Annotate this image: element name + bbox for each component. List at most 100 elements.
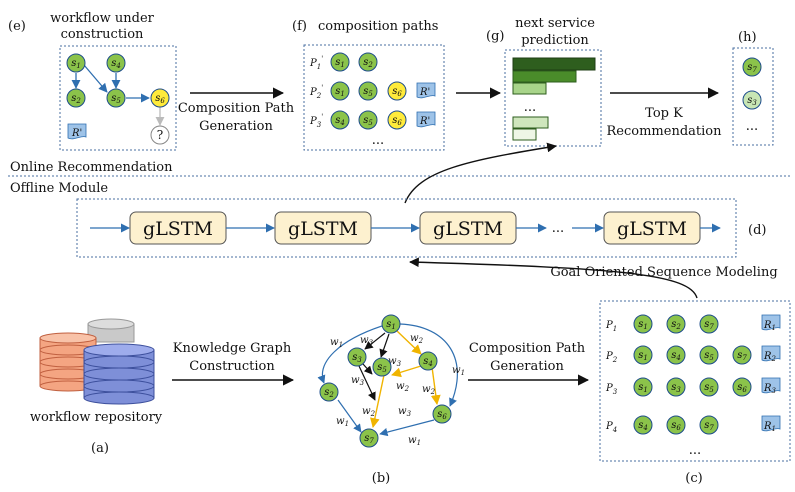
path-row-p2: P2 s1 s4 s5 s7 R2	[605, 345, 781, 365]
svg-text:s7: s7	[737, 350, 747, 362]
glstm-cell-3: gLSTM	[419, 211, 517, 245]
panel-f: (f) composition paths P1' s1 s2 P2' s1 s…	[292, 19, 445, 151]
rec-s7: s7	[742, 57, 762, 77]
svg-text:w2: w2	[362, 406, 376, 418]
svg-text:R': R'	[419, 116, 430, 127]
panel-f-title: composition paths	[318, 19, 438, 34]
node-s6: s6	[150, 88, 170, 108]
node-unknown: ?	[150, 125, 170, 145]
kg-node-s1: s1	[381, 314, 401, 334]
svg-text:w1: w1	[336, 416, 349, 428]
svg-text:s3: s3	[352, 352, 362, 364]
svg-text:P1: P1	[605, 320, 617, 333]
svg-text:gLSTM: gLSTM	[288, 218, 358, 240]
svg-text:s3: s3	[747, 95, 757, 107]
svg-text:s2: s2	[363, 57, 373, 69]
panel-e-title-line1: workflow under	[50, 11, 155, 26]
svg-text:s4: s4	[111, 58, 121, 70]
node-s5: s5	[106, 88, 126, 108]
knowledge-graph: w1 w3 w2 w3 w1 w3 w2 w2 w2 w3 w1 w1 s1 s…	[317, 314, 465, 448]
svg-text:P1': P1'	[309, 55, 323, 71]
svg-text:gLSTM: gLSTM	[617, 218, 687, 240]
svg-text:Generation: Generation	[199, 119, 273, 134]
svg-text:s5: s5	[363, 115, 373, 127]
panel-f-tag: (f)	[292, 19, 307, 34]
svg-text:s5: s5	[377, 362, 387, 374]
panel-c-frame	[599, 300, 791, 462]
svg-text:w1: w1	[330, 337, 343, 349]
svg-text:w1: w1	[408, 435, 421, 447]
panel-d: (d) gLSTM gLSTM gLSTM ... gLSTM	[76, 198, 766, 258]
panel-c: P1 s1 s2 s7 R1 P2 s1 s4 s5 s7 R2 P3 s1 s…	[599, 300, 791, 462]
pred-bar-4	[512, 116, 549, 129]
kg-node-s7: s7	[359, 428, 379, 448]
svg-text:P3: P3	[605, 383, 618, 396]
section-offline-label: Offline Module	[10, 181, 108, 196]
svg-text:s1: s1	[638, 382, 648, 394]
pred-bar-3	[512, 82, 547, 95]
svg-text:...: ...	[689, 443, 701, 458]
section-online-label: Online Recommendation	[10, 160, 173, 175]
svg-text:s2: s2	[71, 93, 81, 105]
panel-h-frame	[732, 47, 774, 146]
glstm-cell-2: gLSTM	[274, 211, 372, 245]
panel-a-tag: (a)	[91, 441, 109, 456]
svg-text:s1: s1	[335, 57, 345, 69]
svg-text:s5: s5	[704, 350, 714, 362]
path-p3: s4 s5 s6 R'	[330, 110, 436, 130]
svg-text:Composition Path: Composition Path	[178, 101, 295, 116]
svg-text:Composition Path: Composition Path	[469, 341, 586, 356]
panel-h: (h) s7 s3 ...	[732, 30, 774, 146]
svg-text:s5: s5	[363, 86, 373, 98]
panel-g-title-line2: prediction	[521, 33, 589, 48]
svg-text:Top K: Top K	[645, 106, 683, 121]
svg-text:w1: w1	[452, 365, 465, 377]
arrow-knowledge-graph: Knowledge Graph Construction	[172, 341, 295, 386]
arrow-top-k: Top K Recommendation	[607, 87, 722, 139]
path-row-p1: P1 s1 s2 s7 R1	[605, 314, 781, 334]
svg-text:s7: s7	[704, 420, 714, 432]
svg-text:w2: w2	[410, 333, 424, 345]
node-s4: s4	[106, 53, 126, 73]
node-s2: s2	[66, 88, 86, 108]
panel-c-tag: (c)	[685, 471, 702, 486]
kg-node-s5: s5	[372, 357, 392, 377]
svg-text:s6: s6	[155, 93, 165, 105]
svg-text:...: ...	[524, 100, 536, 115]
pred-bar-2	[512, 70, 577, 83]
database-icon	[39, 318, 155, 405]
svg-text:s2: s2	[671, 319, 681, 331]
kg-node-s6: s6	[432, 404, 452, 424]
svg-text:s1: s1	[71, 58, 81, 70]
svg-text:P4: P4	[605, 421, 617, 434]
kg-node-s2: s2	[319, 382, 339, 402]
svg-text:P2: P2	[605, 351, 618, 364]
arrow-composition-path-top: Composition Path Generation	[178, 87, 295, 134]
svg-text:s4: s4	[638, 420, 648, 432]
arrow-c-to-d	[409, 257, 698, 299]
svg-text:s5: s5	[704, 382, 714, 394]
svg-text:s2: s2	[324, 387, 334, 399]
svg-text:s3: s3	[671, 382, 681, 394]
svg-text:s1: s1	[335, 86, 345, 98]
rec-s3: s3	[742, 90, 762, 110]
panel-f-frame	[303, 44, 445, 151]
glstm-cell-1: gLSTM	[129, 211, 227, 245]
svg-text:w2: w2	[396, 381, 410, 393]
svg-text:s7: s7	[747, 62, 757, 74]
path-row-p3: P3 s1 s3 s5 s6 R3	[605, 377, 781, 397]
svg-text:Construction: Construction	[189, 359, 275, 374]
kg-node-s4: s4	[418, 351, 438, 371]
goal-oriented-caption: Goal Oriented Sequence Modeling	[550, 265, 777, 280]
glstm-cell-4: gLSTM	[603, 211, 701, 245]
panel-d-tag: (d)	[748, 223, 766, 238]
svg-text:s4: s4	[335, 115, 345, 127]
panel-e-tag: (e)	[8, 19, 26, 34]
panel-e-frame	[59, 45, 177, 151]
panel-g-tag: (g)	[486, 29, 504, 44]
r-prime-doc-icon: R'	[67, 123, 87, 140]
svg-text:s4: s4	[423, 356, 433, 368]
svg-text:gLSTM: gLSTM	[143, 218, 213, 240]
panel-e: (e) workflow under construction s1 s4 s2…	[8, 11, 177, 151]
